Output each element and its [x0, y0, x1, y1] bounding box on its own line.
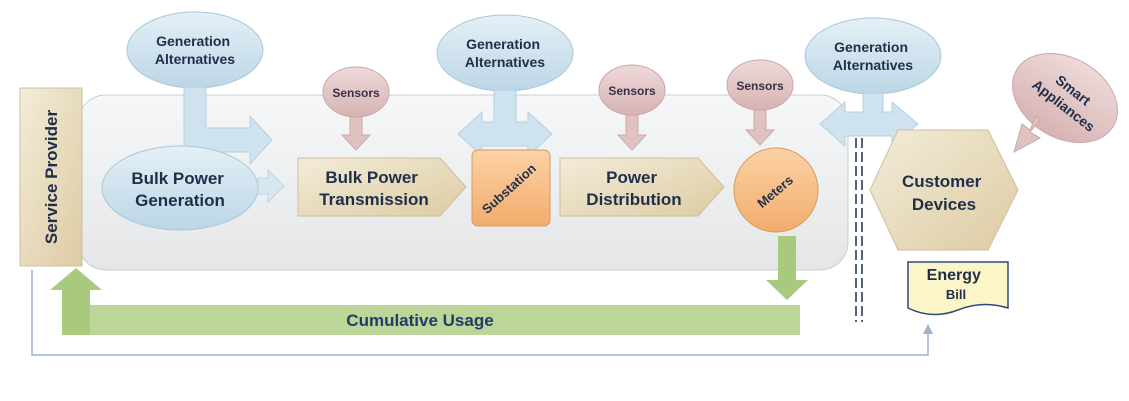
generation-alternatives-2: [436, 14, 574, 92]
substation-box: [471, 149, 551, 227]
cumulative-up-arrow: [50, 268, 102, 335]
bulk-power-transmission-line2: Transmission: [319, 190, 429, 209]
svg-text:Generation Alternatives: Generation Alternatives: [833, 39, 913, 73]
generation-alternatives-3: [804, 17, 942, 95]
sensors-3-label: Sensors: [736, 79, 784, 93]
svg-text:Bulk Power Transmission: Bulk Power Transmission: [319, 168, 429, 209]
generation-alternatives-3-line2: Alternatives: [833, 57, 913, 73]
power-distribution: [559, 157, 725, 217]
generation-alternatives-2-line2: Alternatives: [465, 54, 545, 70]
customer-devices-line1: Customer: [902, 172, 982, 191]
bulk-power-generation-line1: Bulk Power: [131, 169, 224, 188]
gen-alt-3-arrow: [819, 92, 919, 148]
gen-alt-2-arrow: [457, 89, 553, 158]
power-distribution-line1: Power: [606, 168, 657, 187]
sensors-1-arrow: [340, 116, 372, 151]
smart-appliances-arrow: [1013, 115, 1042, 154]
generation-alternatives-1-line1: Generation: [156, 33, 230, 49]
svg-text:Power Distribution: Power Distribution: [586, 168, 681, 209]
bulk-power-transmission-line1: Bulk Power: [325, 168, 418, 187]
cumulative-usage-label: Cumulative Usage: [346, 311, 493, 330]
generation-to-transmission-arrow: [257, 168, 285, 204]
generation-alternatives-1-line2: Alternatives: [155, 51, 235, 67]
energy-bill-line1: Energy: [927, 267, 981, 284]
bill-feedback-line: [31, 270, 929, 356]
sensors-3-arrow: [744, 109, 776, 146]
bill-feedback-arrowhead: [923, 324, 933, 334]
generation-alternatives-3-line1: Generation: [834, 39, 908, 55]
customer-devices-line2: Devices: [912, 195, 976, 214]
energy-bill-line2: Bill: [946, 287, 966, 302]
generation-alternatives-1: [126, 11, 264, 89]
svg-text:Customer Devices: Customer Devices: [902, 172, 986, 214]
energy-bill-doc: [907, 261, 1009, 316]
svg-text:Bulk Power Generation: Bulk Power Generation: [131, 169, 228, 210]
cumulative-usage-bar: [84, 305, 800, 335]
bulk-power-generation: [101, 145, 259, 231]
svg-text:Generation Alternatives: Generation Alternatives: [465, 36, 545, 70]
service-provider-label: Service Provider: [42, 110, 61, 245]
bulk-power-generation-line2: Generation: [135, 191, 225, 210]
sensors-1-label: Sensors: [332, 86, 380, 100]
svg-text:Energy Bill: Energy Bill: [927, 267, 986, 302]
customer-devices: [869, 129, 1019, 251]
sensors-2-arrow: [616, 114, 648, 151]
power-distribution-line2: Distribution: [586, 190, 681, 209]
bulk-power-transmission: [297, 157, 467, 217]
generation-alternatives-2-line1: Generation: [466, 36, 540, 52]
service-provider-box: [19, 87, 83, 267]
cumulative-down-arrow: [766, 236, 808, 300]
svg-text:Generation Alternatives: Generation Alternatives: [155, 33, 235, 67]
sensors-2-label: Sensors: [608, 84, 656, 98]
meters-circle: [733, 147, 819, 233]
